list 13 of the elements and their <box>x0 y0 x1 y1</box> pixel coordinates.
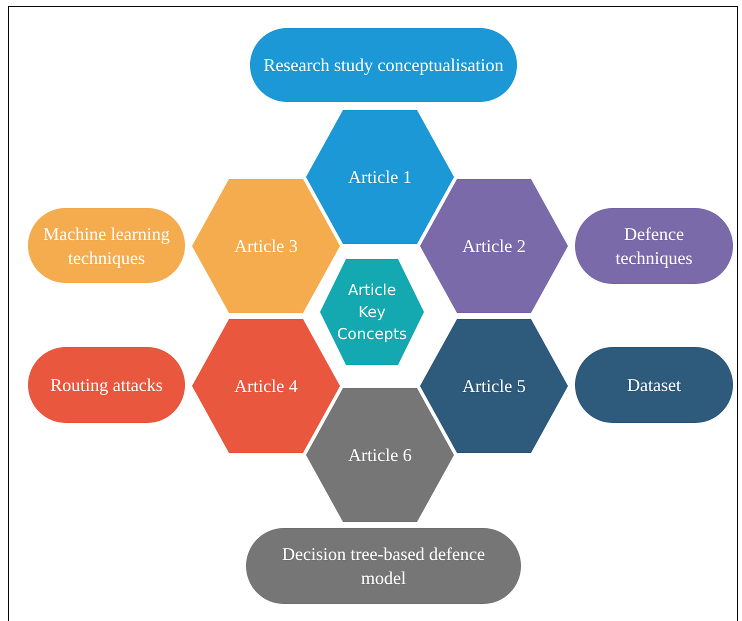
node-label: Article 6 <box>348 444 412 467</box>
node-label: Machine learning techniques <box>42 222 171 270</box>
node-label: Defence techniques <box>614 223 694 270</box>
node-label: Article 2 <box>462 235 526 258</box>
node-label: Dataset <box>627 374 681 397</box>
node-label: Decision tree-based defence model <box>281 543 486 590</box>
node-label: Article Key Concepts <box>336 280 408 345</box>
node-label: Routing attacks <box>50 374 163 397</box>
node-label: Research study conceptualisation <box>264 54 504 77</box>
node-label: Article 4 <box>234 375 298 398</box>
node-label: Article 1 <box>348 166 412 189</box>
node-label: Article 3 <box>234 235 298 258</box>
node-label: Article 5 <box>462 375 526 398</box>
